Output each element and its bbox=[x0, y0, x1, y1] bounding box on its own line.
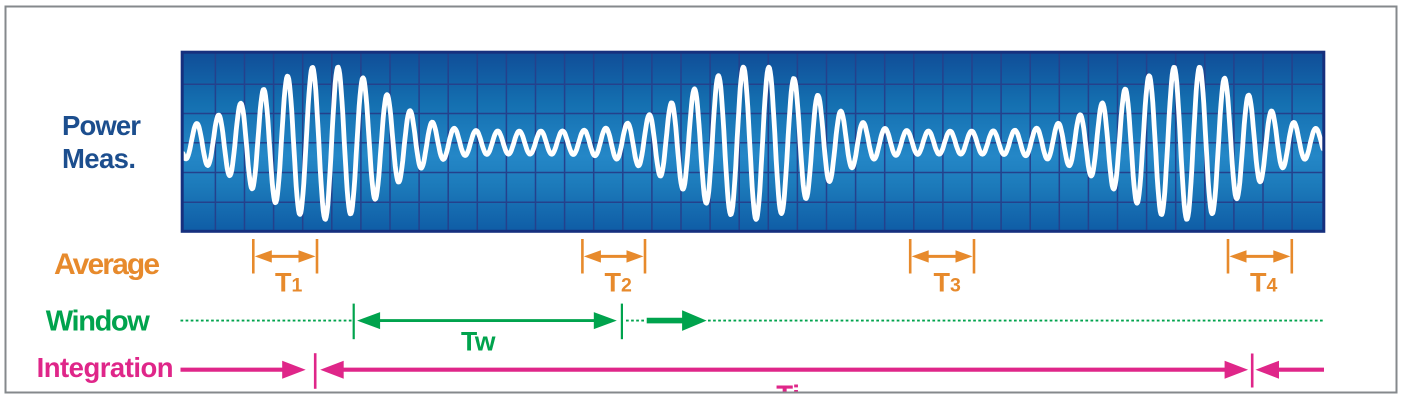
svg-text:Window: Window bbox=[46, 306, 150, 338]
svg-text:Power: Power bbox=[62, 110, 141, 141]
svg-text:T1: T1 bbox=[275, 268, 303, 298]
svg-text:Average: Average bbox=[54, 248, 160, 281]
svg-text:Tw: Tw bbox=[461, 327, 496, 357]
svg-text:Integration: Integration bbox=[37, 352, 174, 383]
svg-text:Meas.: Meas. bbox=[62, 143, 136, 174]
